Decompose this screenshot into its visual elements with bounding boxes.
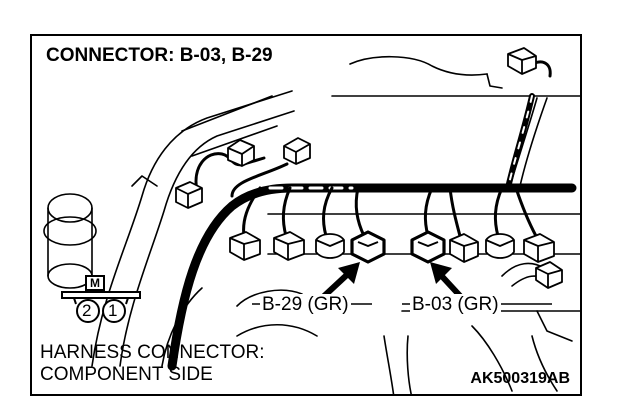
connector-block [507, 47, 537, 75]
figure-code: AK500319AB [470, 370, 570, 387]
connector-b03 [410, 230, 446, 264]
connector-block [535, 261, 563, 289]
right-harness [519, 97, 548, 187]
connector-face-icon [61, 275, 141, 323]
top-cover [349, 55, 488, 76]
caption-line-2: COMPONENT SIDE [40, 364, 213, 385]
main-harness-bundle [167, 183, 577, 371]
engine-bay-illustration [43, 47, 580, 394]
connector-block [485, 233, 515, 259]
connector-marker: M [90, 276, 100, 290]
connector-b29 [350, 230, 386, 264]
left-hose-outline [91, 90, 293, 367]
connector-block [283, 137, 311, 165]
canister-rim [43, 216, 97, 246]
pin-label: 2 [82, 301, 92, 320]
connector-block [449, 233, 479, 263]
connector-block [175, 181, 203, 209]
diagram-frame: CONNECTOR: B-03, B-29 B-29 (GR) B-03 (GR… [30, 34, 582, 396]
left-hose-outline-inner [119, 110, 295, 367]
caption-line-1: HARNESS CONNECTOR: [40, 342, 265, 363]
connector-block [315, 233, 345, 259]
pointer-arrow-b03 [430, 262, 465, 301]
label-b29: B-29 (GR) [260, 294, 351, 316]
connector-block [273, 231, 305, 261]
connector-block [229, 231, 261, 261]
label-b03: B-03 (GR) [410, 294, 501, 316]
pin-label: 1 [108, 301, 118, 320]
connector-block [523, 233, 555, 263]
page-title: CONNECTOR: B-03, B-29 [46, 45, 273, 66]
canister-body [47, 207, 93, 277]
connector-block [227, 139, 255, 167]
lower-pipe [383, 335, 412, 394]
pointer-arrow-b29 [319, 262, 360, 301]
